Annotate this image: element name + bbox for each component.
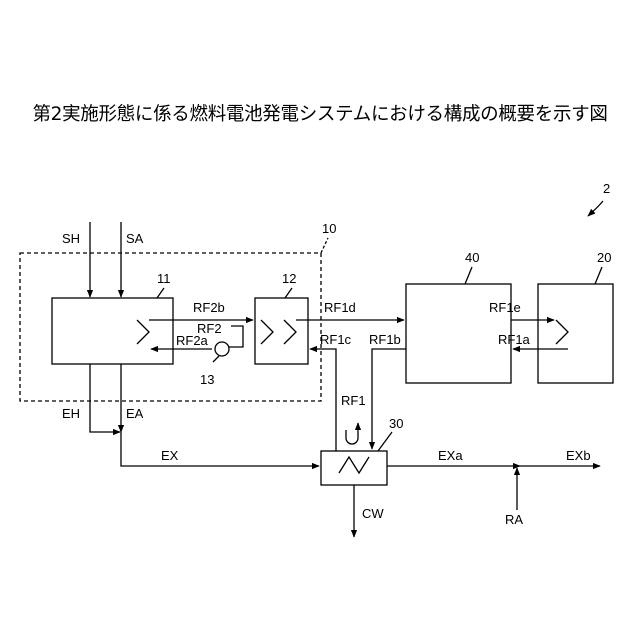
module-leader-line [321, 238, 328, 253]
heat-exchanger-12-box [255, 298, 308, 364]
ref-unit-20: 20 [597, 250, 611, 265]
label-rf1a: RF1a [498, 332, 531, 347]
ref-pump-13: 13 [200, 372, 214, 387]
label-ea: EA [126, 406, 144, 421]
ref-hx-30: 30 [389, 416, 403, 431]
label-rf1b: RF1b [369, 332, 401, 347]
hx30-coil [339, 457, 369, 473]
label-rf1e: RF1e [489, 300, 521, 315]
eh-exhaust-line [90, 364, 120, 432]
fuel-cell-stack-box [52, 298, 173, 364]
rf2-line [229, 326, 243, 347]
ref-hx-12: 12 [282, 271, 296, 286]
label-rf1d: RF1d [324, 300, 356, 315]
unit-20-box [538, 284, 613, 383]
fuel-cell-module-boundary [20, 253, 321, 401]
hx12-coil-right [284, 320, 296, 344]
label-ra: RA [505, 512, 523, 527]
ex-line [121, 432, 319, 466]
ref-system: 2 [603, 181, 610, 196]
ref-unit-40: 40 [465, 250, 479, 265]
ref-stack-11: 11 [157, 271, 171, 286]
leader-20 [595, 267, 602, 284]
ref-module-10: 10 [322, 221, 336, 236]
label-rf2b: RF2b [193, 300, 225, 315]
label-exb: EXb [566, 448, 591, 463]
stack-coil [137, 320, 149, 344]
rf1c-line [310, 349, 336, 451]
leader-30 [378, 432, 392, 451]
leader-12 [285, 288, 292, 298]
label-cw: CW [362, 506, 384, 521]
leader-40 [465, 267, 472, 284]
label-rf1c: RF1c [320, 332, 352, 347]
label-rf2a: RF2a [176, 333, 209, 348]
rf1-circulation-arrow [346, 423, 358, 444]
label-sa: SA [126, 231, 144, 246]
pump-13-icon [215, 342, 229, 356]
label-eh: EH [62, 406, 80, 421]
rf1b-line [372, 349, 406, 449]
unit20-coil [556, 320, 568, 344]
leader-13 [213, 356, 219, 362]
system-pointer-arrow [588, 201, 603, 216]
label-sh: SH [62, 231, 80, 246]
heat-exchanger-30-box [321, 451, 387, 485]
hx12-coil-left [261, 320, 273, 344]
unit-40-box [406, 284, 511, 383]
leader-11 [157, 288, 164, 298]
label-rf1: RF1 [341, 393, 366, 408]
label-exa: EXa [438, 448, 463, 463]
label-ex: EX [161, 448, 179, 463]
